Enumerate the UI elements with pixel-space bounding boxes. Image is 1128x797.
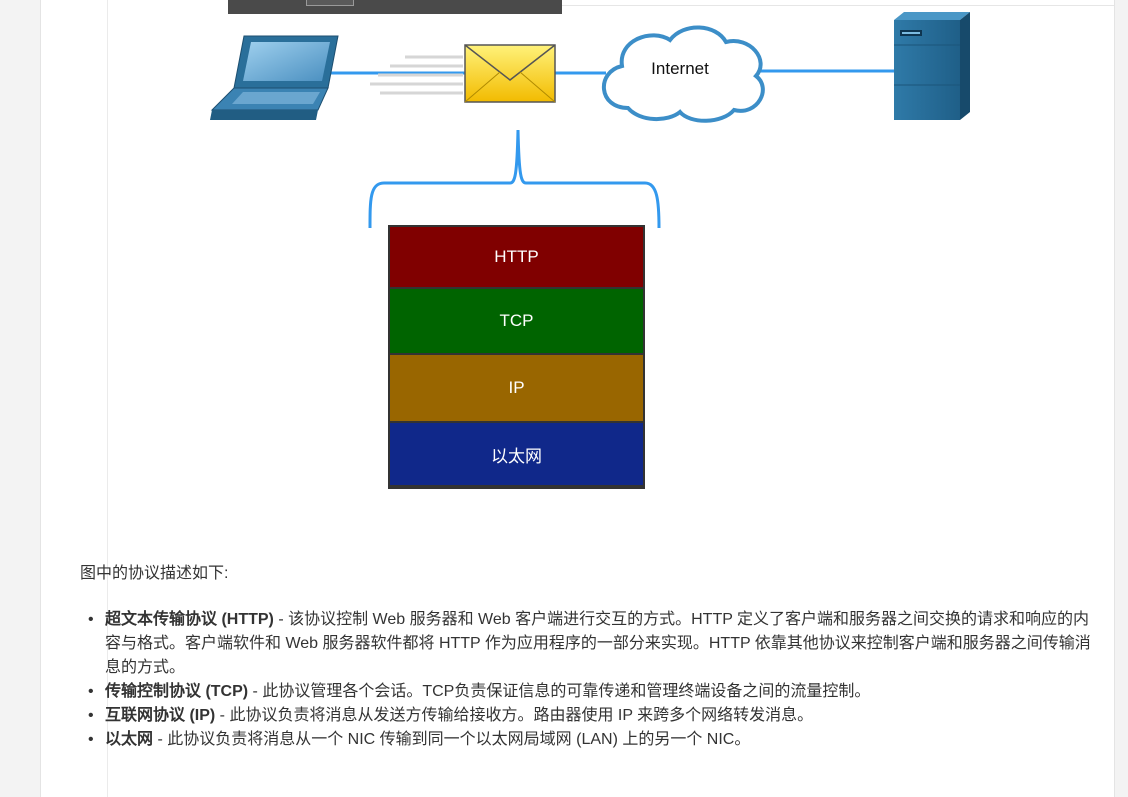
stack-layer-label: TCP: [499, 311, 534, 330]
envelope-icon: [464, 44, 556, 103]
bullet-icon: •: [88, 731, 94, 748]
stack-layer-ip: IP: [390, 355, 643, 421]
protocol-name: 以太网: [105, 731, 154, 748]
stack-layer-tcp: TCP: [390, 289, 643, 353]
cloud-icon: Internet: [602, 25, 765, 123]
protocol-diagram: Internet: [210, 12, 970, 229]
protocol-name: 超文本传输协议 (HTTP): [105, 611, 274, 628]
description-intro: 图中的协议描述如下:: [80, 565, 229, 582]
stack-layer-label: HTTP: [494, 247, 539, 266]
protocol-list: • 超文本传输协议 (HTTP) - 该协议控制 Web 服务器和 Web 客户…: [80, 608, 1105, 752]
toolbar-button[interactable]: [306, 0, 354, 6]
laptop-icon: [210, 35, 339, 120]
stack-layer-http: HTTP: [390, 227, 643, 287]
protocol-text: - 此协议负责将消息从一个 NIC 传输到同一个以太网局域网 (LAN) 上的另…: [153, 731, 751, 748]
server-icon: [894, 12, 970, 120]
bullet-icon: •: [88, 683, 94, 700]
protocol-text: - 此协议负责将消息从发送方传输给接收方。路由器使用 IP 来跨多个网络转发消息…: [215, 707, 814, 724]
protocol-text: - 此协议管理各个会话。TCP负责保证信息的可靠传递和管理终端设备之间的流量控制…: [248, 683, 871, 700]
protocol-name: 传输控制协议 (TCP): [105, 683, 249, 700]
list-item: • 互联网协议 (IP) - 此协议负责将消息从发送方传输给接收方。路由器使用 …: [80, 704, 1105, 728]
protocol-text: - 该协议控制 Web 服务器和 Web 客户端进行交互的方式。HTTP 定义了…: [105, 611, 1091, 676]
motion-lines: [370, 55, 463, 95]
content-divider: [107, 0, 108, 797]
stack-bracket: [368, 129, 661, 229]
list-item: • 以太网 - 此协议负责将消息从一个 NIC 传输到同一个以太网局域网 (LA…: [80, 728, 1105, 752]
left-gutter: [0, 0, 40, 797]
protocol-description: 图中的协议描述如下: • 超文本传输协议 (HTTP) - 该协议控制 Web …: [80, 562, 1105, 752]
stack-layer-ethernet: 以太网: [390, 423, 643, 485]
bullet-icon: •: [88, 707, 94, 724]
cloud-label: Internet: [651, 59, 709, 78]
list-item: • 超文本传输协议 (HTTP) - 该协议控制 Web 服务器和 Web 客户…: [80, 608, 1105, 680]
bullet-icon: •: [88, 611, 94, 628]
protocol-name: 互联网协议 (IP): [105, 707, 216, 724]
top-divider: [562, 5, 1114, 6]
stack-layer-label: IP: [508, 378, 525, 397]
list-item: • 传输控制协议 (TCP) - 此协议管理各个会话。TCP负责保证信息的可靠传…: [80, 680, 1105, 704]
stack-layer-label: 以太网: [491, 446, 542, 466]
